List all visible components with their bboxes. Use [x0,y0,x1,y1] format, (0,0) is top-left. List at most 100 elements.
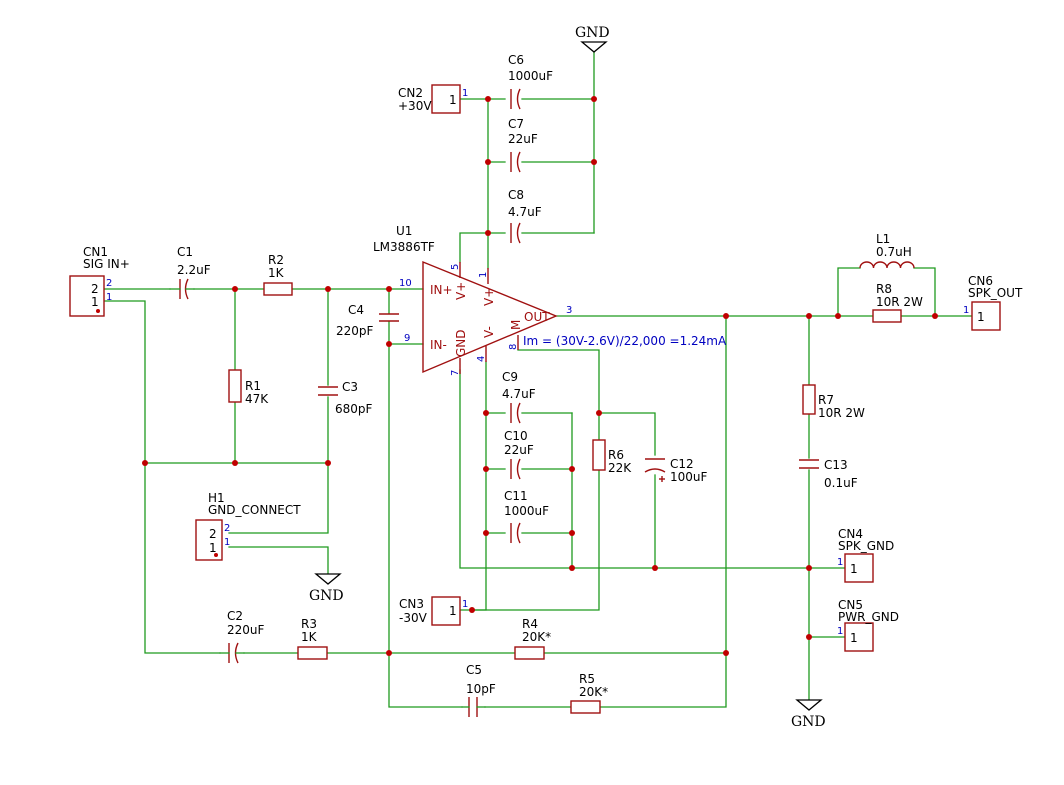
svg-text:CN4: CN4 [838,527,863,541]
connector-cn4: CN4 SPK_GND 1 1 [837,527,894,583]
svg-text:4.7uF: 4.7uF [508,205,542,219]
svg-text:1: 1 [462,88,468,99]
svg-text:U1: U1 [396,224,412,238]
svg-text:LM3886TF: LM3886TF [373,240,435,254]
capacitor-c5: C5 10pF [461,663,496,717]
svg-text:SIG IN+: SIG IN+ [83,257,130,271]
svg-text:10pF: 10pF [466,682,496,696]
svg-text:R3: R3 [301,617,317,631]
svg-text:R1: R1 [245,379,261,393]
svg-text:GND: GND [454,329,468,357]
svg-text:1: 1 [850,562,858,576]
svg-text:GND: GND [575,25,610,41]
svg-text:C5: C5 [466,663,482,677]
svg-text:1: 1 [963,305,969,316]
resistor-r8: R8 10R 2W [872,282,923,323]
svg-text:R6: R6 [608,448,624,462]
svg-text:1: 1 [449,93,457,107]
svg-text:22uF: 22uF [504,443,534,457]
svg-text:C2: C2 [227,609,243,623]
resistor-r3: R3 1K [297,617,328,660]
svg-text:C13: C13 [824,458,848,472]
svg-text:GND: GND [309,588,344,604]
svg-text:680pF: 680pF [335,402,373,416]
svg-text:100uF: 100uF [670,470,708,484]
capacitor-c11: C11 1000uF [504,489,549,544]
svg-text:1: 1 [850,631,858,645]
inductor-l1: L1 0.7uH [859,232,915,269]
svg-text:1: 1 [91,295,99,309]
svg-text:SPK_OUT: SPK_OUT [968,286,1023,300]
svg-text:1: 1 [478,272,489,278]
ground-symbol-output: GND [791,699,826,730]
svg-text:2: 2 [224,523,230,534]
svg-text:CN2: CN2 [398,86,423,100]
svg-text:2: 2 [91,282,99,296]
svg-text:V+: V+ [482,288,496,306]
svg-text:5: 5 [450,264,461,270]
svg-text:2.2uF: 2.2uF [177,263,211,277]
connector-cn1: CN1 SIG IN+ 2 1 2 1 [69,245,130,317]
svg-text:H1: H1 [208,491,225,505]
svg-text:-30V: -30V [399,611,428,625]
resistor-r5: R5 20K* [570,672,608,714]
svg-text:1: 1 [449,604,457,618]
svg-text:220uF: 220uF [227,623,265,637]
svg-text:22uF: 22uF [508,132,538,146]
svg-text:3: 3 [566,305,572,316]
svg-text:1: 1 [209,541,217,555]
connector-cn5: CN5 PWR_GND 1 1 [837,598,899,652]
svg-text:GND_CONNECT: GND_CONNECT [208,503,301,517]
svg-text:1: 1 [837,626,843,637]
svg-text:4.7uF: 4.7uF [502,387,536,401]
mute-current-note: Im = (30V-2.6V)/22,000 =1.24mA [523,334,727,348]
svg-text:C4: C4 [348,303,364,317]
svg-text:OUT: OUT [524,310,550,324]
svg-text:1K: 1K [268,266,285,280]
svg-text:C12: C12 [670,457,694,471]
svg-text:CN5: CN5 [838,598,863,612]
resistor-r7: R7 10R 2W [802,384,865,420]
capacitor-c13: C13 0.1uF [799,458,858,490]
capacitor-c1: C1 2.2uF [169,245,211,300]
resistor-r2: R2 1K [263,253,293,296]
capacitor-c9: C9 4.7uF [502,370,536,424]
svg-text:1K: 1K [301,630,318,644]
svg-text:20K*: 20K* [579,685,608,699]
junctions [142,96,938,656]
connector-h1: H1 GND_CONNECT 2 1 2 1 [195,491,301,561]
svg-text:20K*: 20K* [522,630,551,644]
svg-text:IN-: IN- [430,338,447,352]
capacitor-c10: C10 22uF [504,429,534,480]
connector-cn3: CN3 -30V 1 1 [399,596,468,626]
svg-text:R2: R2 [268,253,284,267]
svg-text:1000uF: 1000uF [508,69,553,83]
svg-text:GND: GND [791,714,826,730]
svg-text:22K: 22K [608,461,632,475]
svg-text:CN6: CN6 [968,274,993,288]
ground-symbol-h1: GND [309,573,344,604]
svg-text:C10: C10 [504,429,528,443]
svg-text:0.1uF: 0.1uF [824,476,858,490]
svg-text:R8: R8 [876,282,892,296]
svg-text:M: M [509,320,523,330]
svg-text:CN3: CN3 [399,597,424,611]
svg-text:C6: C6 [508,53,524,67]
svg-text:10R 2W: 10R 2W [818,406,865,420]
connector-cn2: CN2 +30V 1 1 [398,84,468,114]
svg-text:7: 7 [450,370,461,376]
svg-text:0.7uH: 0.7uH [876,245,912,259]
capacitor-c8: C8 4.7uF [508,188,542,244]
capacitor-c7: C7 22uF [508,117,538,173]
svg-text:220pF: 220pF [336,324,374,338]
resistor-r6: R6 22K [592,439,632,475]
svg-text:L1: L1 [876,232,890,246]
svg-text:CN1: CN1 [83,245,108,259]
svg-text:R5: R5 [579,672,595,686]
svg-text:+30V: +30V [398,99,432,113]
svg-text:1000uF: 1000uF [504,504,549,518]
svg-text:2: 2 [106,278,112,289]
svg-text:1: 1 [462,599,468,610]
svg-text:9: 9 [404,333,410,344]
